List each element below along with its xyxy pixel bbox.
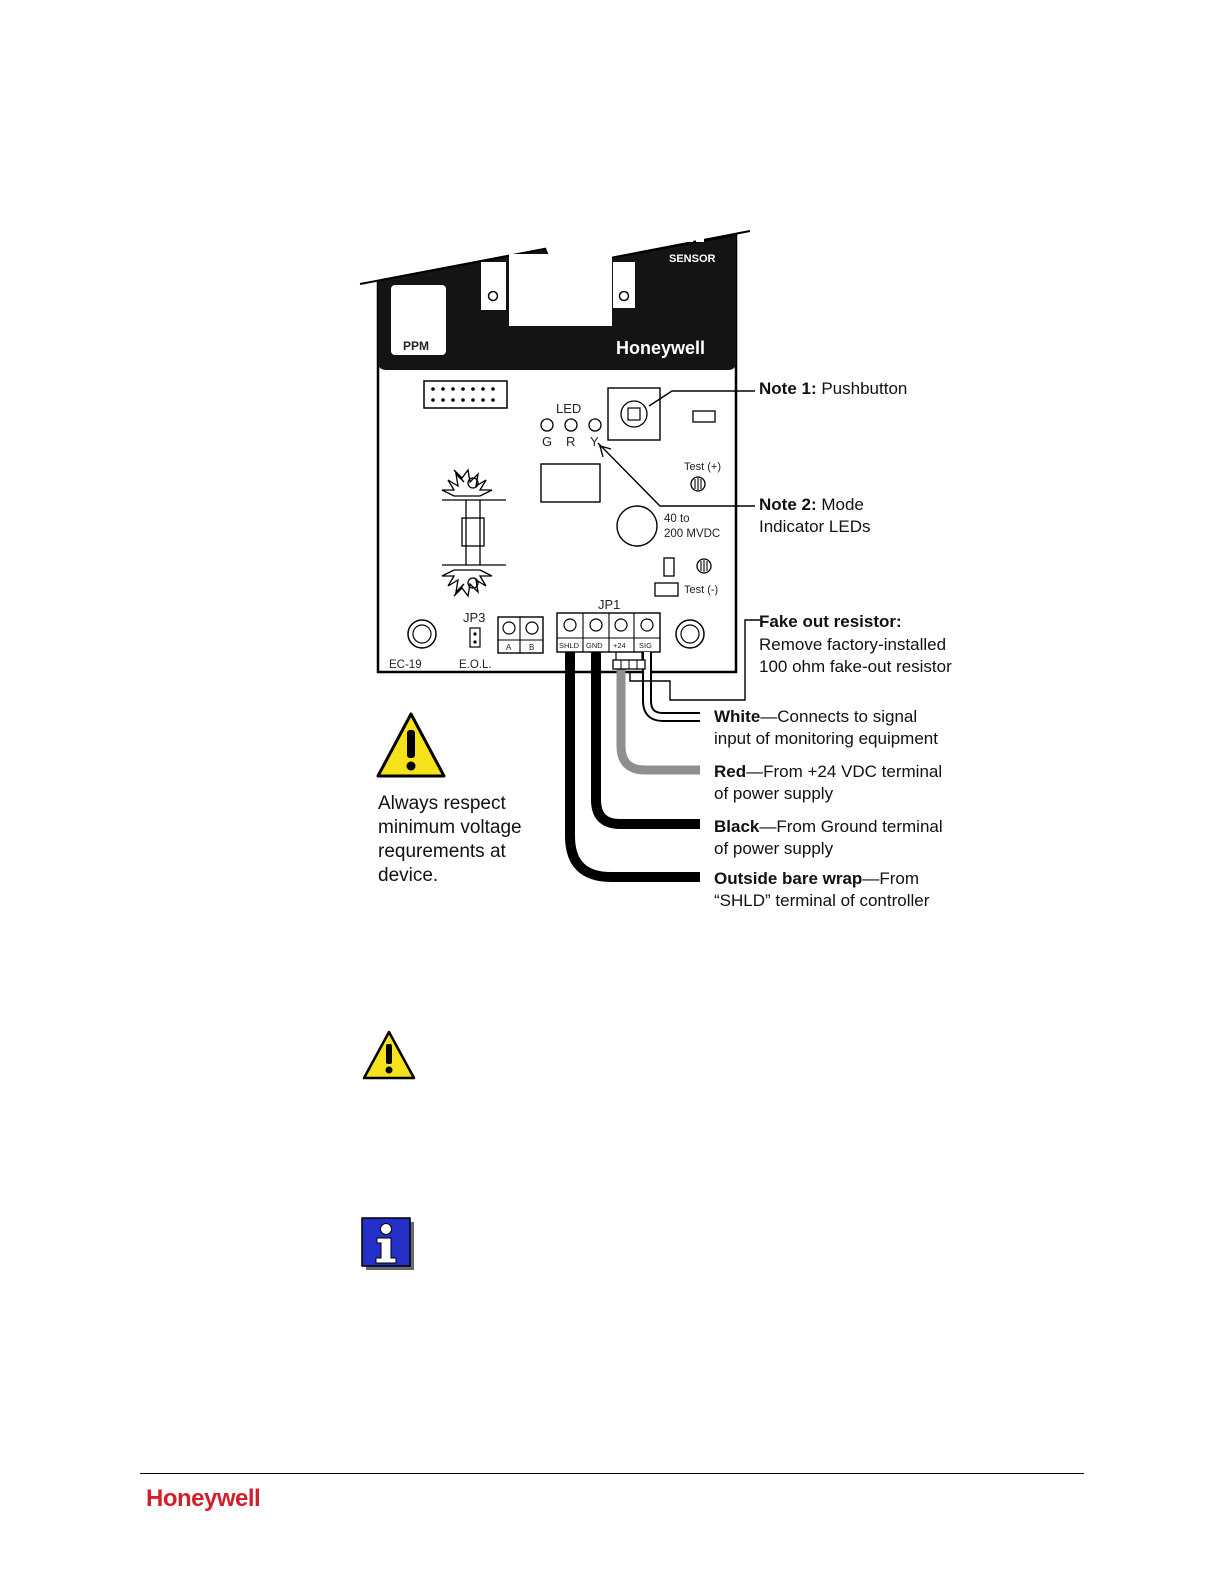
wire-shield (565, 652, 700, 882)
callout-leaders (597, 390, 760, 701)
led-red (564, 418, 578, 432)
mounting-screw-left (407, 619, 437, 649)
jp3-jumper (469, 627, 481, 648)
terminal-a-label: A (506, 643, 512, 652)
sensor-tab-left (481, 262, 506, 310)
svg-text:Indicator LEDs: Indicator LEDs (759, 517, 871, 536)
led-yellow (588, 418, 602, 432)
sensor-window (509, 254, 612, 326)
svg-text:device.: device. (378, 865, 438, 886)
svg-text:Note 1: Pushbutton: Note 1: Pushbutton (759, 379, 907, 398)
svg-text:Note 2: Mode: Note 2: Mode (759, 495, 864, 514)
led-y-label: Y (590, 434, 599, 449)
sensor-label: SENSOR (669, 253, 716, 265)
test-minus-label: Test (-) (684, 584, 718, 596)
svg-text:of power supply: of power supply (714, 839, 834, 858)
svg-text:100 ohm fake-out resistor: 100 ohm fake-out resistor (759, 657, 952, 676)
terminal-gnd-label: GND (586, 641, 603, 650)
mounting-screw-right (675, 619, 705, 649)
led-r-label: R (566, 434, 575, 449)
chip (540, 463, 601, 503)
ec19-label: EC-19 (389, 659, 422, 671)
heat-sink (441, 468, 506, 598)
terminal-shld-label: SHLD (559, 641, 580, 650)
jp1-label: JP1 (598, 597, 620, 612)
wires (565, 652, 700, 882)
test-plus-point (690, 476, 706, 492)
svg-text:of power supply: of power supply (714, 784, 834, 803)
ppm-slot (391, 285, 446, 355)
sensor-tab-right (613, 262, 635, 308)
wire-red (616, 665, 700, 775)
jp1-terminal-block (556, 612, 661, 653)
jp3-label: JP3 (463, 610, 485, 625)
led-green (540, 418, 554, 432)
header-connector (423, 380, 508, 409)
callouts: Note 1: Pushbutton Note 2: Mode Indicato… (714, 379, 952, 910)
board-brand-logo: Honeywell (616, 338, 705, 358)
eol-label: E.O.L. (459, 659, 492, 671)
small-component (692, 410, 716, 423)
pushbutton (607, 387, 661, 441)
svg-text:Outside bare wrap—From: Outside bare wrap—From (714, 869, 919, 888)
small-component-2 (654, 582, 679, 597)
fake-out-resistor (612, 652, 646, 670)
capacitor (616, 505, 658, 547)
svg-text:White—Connects to signal: White—Connects to signal (714, 707, 917, 726)
svg-text:“SHLD” terminal of controller: “SHLD” terminal of controller (714, 891, 930, 910)
info-icon (361, 1217, 414, 1270)
circuit-board: SENSOR PPM Honeywell LED G R Y (359, 230, 751, 674)
test-plus-label: Test (+) (684, 461, 721, 473)
svg-text:Remove factory-installed: Remove factory-installed (759, 635, 946, 654)
warning-text: Always respect minimum voltage requremen… (378, 793, 522, 886)
terminal-sig-label: SIG (639, 641, 652, 650)
footer-logo: Honeywell (146, 1485, 261, 1512)
terminal-b-label: B (529, 643, 534, 652)
caution-icon (362, 1030, 416, 1080)
mode-indicator-leds: LED G R Y (540, 401, 602, 449)
svg-text:Always respect: Always respect (378, 793, 506, 814)
wire-black (591, 652, 700, 829)
svg-text:input of monitoring equipment: input of monitoring equipment (714, 729, 938, 748)
svg-text:Fake out resistor:: Fake out resistor: (759, 612, 902, 631)
test-minus-point (696, 558, 712, 574)
small-resistor (663, 557, 675, 577)
footer-rule (140, 1473, 1084, 1474)
led-g-label: G (542, 434, 552, 449)
svg-text:requrements at: requrements at (378, 841, 507, 862)
svg-text:Black—From Ground terminal: Black—From Ground terminal (714, 817, 943, 836)
ab-terminal-block (497, 616, 544, 654)
voltage-label-2: 200 MVDC (664, 528, 720, 540)
svg-text:minimum voltage: minimum voltage (378, 817, 522, 838)
led-title: LED (556, 401, 581, 416)
ppm-label: PPM (403, 339, 429, 353)
terminal-24-label: +24 (613, 641, 626, 650)
warning-icon (376, 712, 446, 778)
voltage-label-1: 40 to (664, 513, 690, 525)
svg-text:Red—From +24 VDC terminal: Red—From +24 VDC terminal (714, 762, 942, 781)
